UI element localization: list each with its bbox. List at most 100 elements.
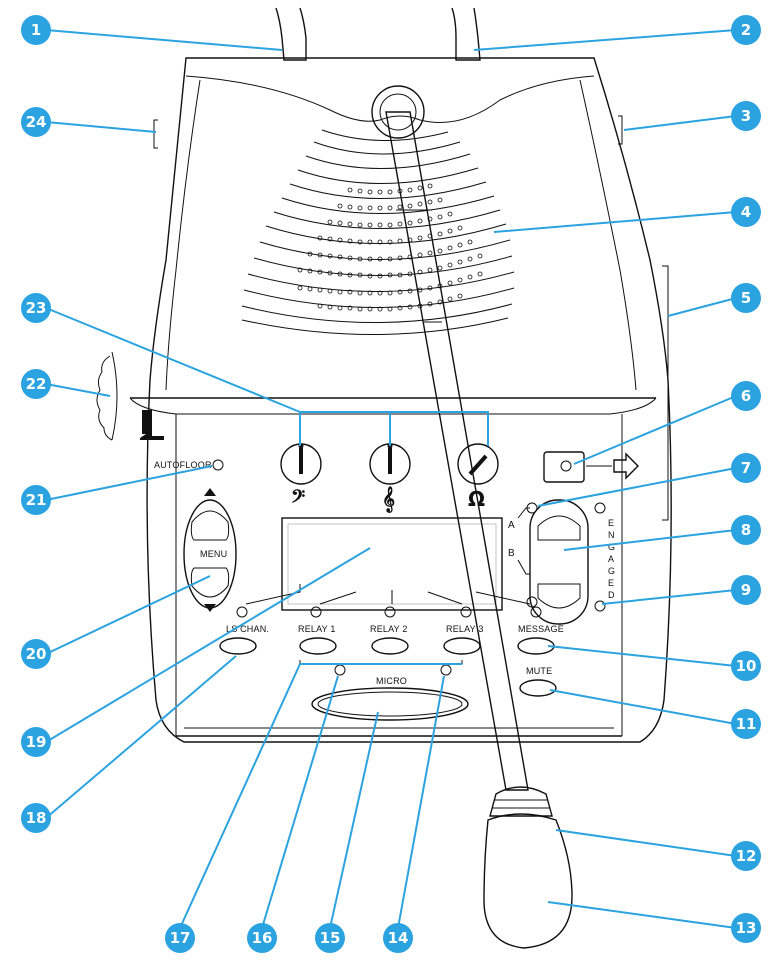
micro-led-right bbox=[440, 664, 452, 676]
micro-label: MICRO bbox=[376, 676, 407, 686]
callout-9: 9 bbox=[731, 575, 761, 605]
antenna-left bbox=[275, 7, 307, 61]
svg-text:11: 11 bbox=[736, 715, 757, 733]
callout-13: 13 bbox=[731, 913, 761, 943]
led-a bbox=[526, 502, 538, 514]
callout-24: 24 bbox=[21, 107, 51, 137]
relay2-button[interactable] bbox=[371, 637, 409, 655]
engaged-label: E N G A G E D bbox=[608, 518, 615, 600]
callout-15: 15 bbox=[315, 923, 345, 953]
svg-text:23: 23 bbox=[26, 299, 47, 317]
menu-label: MENU bbox=[200, 549, 227, 559]
speaker-grille bbox=[241, 129, 515, 336]
svg-text:13: 13 bbox=[736, 919, 757, 937]
svg-text:18: 18 bbox=[26, 809, 47, 827]
ls-chan-button[interactable] bbox=[219, 637, 257, 655]
led-b bbox=[526, 596, 538, 608]
led-row bbox=[236, 584, 542, 618]
callout-2: 2 bbox=[731, 15, 761, 45]
relay3-label: RELAY 3 bbox=[446, 624, 484, 634]
svg-text:G: G bbox=[608, 566, 615, 576]
message-label: MESSAGE bbox=[518, 624, 564, 634]
svg-text:D: D bbox=[608, 590, 615, 600]
svg-text:16: 16 bbox=[252, 929, 273, 947]
relay1-button[interactable] bbox=[299, 637, 337, 655]
callout-4: 4 bbox=[731, 197, 761, 227]
callout-3: 3 bbox=[731, 101, 761, 131]
arrow-right-icon bbox=[613, 452, 639, 480]
autofloor-label: AUTOFLOOR bbox=[154, 460, 212, 470]
bass-knob[interactable] bbox=[280, 443, 322, 485]
callout-1: 1 bbox=[21, 15, 51, 45]
callout-12: 12 bbox=[731, 841, 761, 871]
svg-text:G: G bbox=[608, 542, 615, 552]
svg-text:9: 9 bbox=[741, 581, 751, 599]
svg-text:E: E bbox=[608, 578, 614, 588]
micro-button[interactable] bbox=[311, 687, 469, 721]
engaged-led-bottom bbox=[594, 600, 606, 612]
svg-text:4: 4 bbox=[741, 203, 751, 221]
callout-14: 14 bbox=[383, 923, 413, 953]
callout-11: 11 bbox=[731, 709, 761, 739]
headphone-volume-knob[interactable] bbox=[457, 443, 499, 485]
svg-text:10: 10 bbox=[736, 657, 757, 675]
svg-text:N: N bbox=[608, 530, 615, 540]
svg-text:1: 1 bbox=[31, 21, 41, 39]
bass-clef-icon: 𝄢 bbox=[291, 487, 306, 512]
svg-text:19: 19 bbox=[26, 733, 47, 751]
select-b-label: B bbox=[508, 548, 515, 559]
svg-text:3: 3 bbox=[741, 107, 751, 125]
headphone-icon: Ω bbox=[468, 487, 485, 511]
callout-leaders bbox=[45, 29, 737, 929]
housing-outline bbox=[96, 57, 672, 743]
engaged-select-rocker[interactable] bbox=[529, 499, 589, 625]
callout-6: 6 bbox=[731, 381, 761, 411]
callout-17: 17 bbox=[165, 923, 195, 953]
svg-text:22: 22 bbox=[26, 375, 47, 393]
menu-down-arrow-icon bbox=[204, 604, 216, 612]
priority-button[interactable] bbox=[543, 451, 585, 483]
micro-led-left bbox=[334, 664, 346, 676]
callout-20: 20 bbox=[21, 639, 51, 669]
menu-rocker[interactable]: MENU bbox=[183, 488, 237, 612]
relay3-button[interactable] bbox=[443, 637, 481, 655]
svg-text:20: 20 bbox=[26, 645, 47, 663]
antenna-right bbox=[451, 7, 481, 61]
ls-chan-label: LS CHAN. bbox=[226, 624, 269, 634]
svg-text:14: 14 bbox=[388, 929, 409, 947]
treble-knob[interactable] bbox=[369, 443, 411, 485]
svg-text:12: 12 bbox=[736, 847, 757, 865]
autofloor-led bbox=[212, 459, 224, 471]
svg-text:21: 21 bbox=[26, 491, 47, 509]
callout-5: 5 bbox=[731, 283, 761, 313]
svg-text:17: 17 bbox=[170, 929, 191, 947]
brand-logo bbox=[140, 410, 164, 440]
menu-up-arrow-icon bbox=[204, 488, 216, 496]
svg-text:5: 5 bbox=[741, 289, 751, 307]
callout-22: 22 bbox=[21, 369, 51, 399]
svg-text:8: 8 bbox=[741, 521, 751, 539]
svg-text:15: 15 bbox=[320, 929, 341, 947]
svg-text:7: 7 bbox=[741, 459, 751, 477]
callout-16: 16 bbox=[247, 923, 277, 953]
svg-text:6: 6 bbox=[741, 387, 751, 405]
control-panel bbox=[129, 397, 657, 737]
callout-19: 19 bbox=[21, 727, 51, 757]
callout-10: 10 bbox=[731, 651, 761, 681]
callout-18: 18 bbox=[21, 803, 51, 833]
svg-text:2: 2 bbox=[741, 21, 751, 39]
svg-text:E: E bbox=[608, 518, 614, 528]
svg-text:24: 24 bbox=[26, 113, 47, 131]
relay2-label: RELAY 2 bbox=[370, 624, 408, 634]
select-a-label: A bbox=[508, 520, 515, 531]
callout-21: 21 bbox=[21, 485, 51, 515]
mute-button[interactable] bbox=[519, 679, 557, 697]
callout-7: 7 bbox=[731, 453, 761, 483]
engaged-led-top bbox=[594, 502, 606, 514]
mute-label: MUTE bbox=[526, 666, 552, 676]
gooseneck-microphone bbox=[371, 85, 573, 949]
callout-23: 23 bbox=[21, 293, 51, 323]
svg-text:A: A bbox=[608, 554, 614, 564]
relay1-label: RELAY 1 bbox=[298, 624, 336, 634]
